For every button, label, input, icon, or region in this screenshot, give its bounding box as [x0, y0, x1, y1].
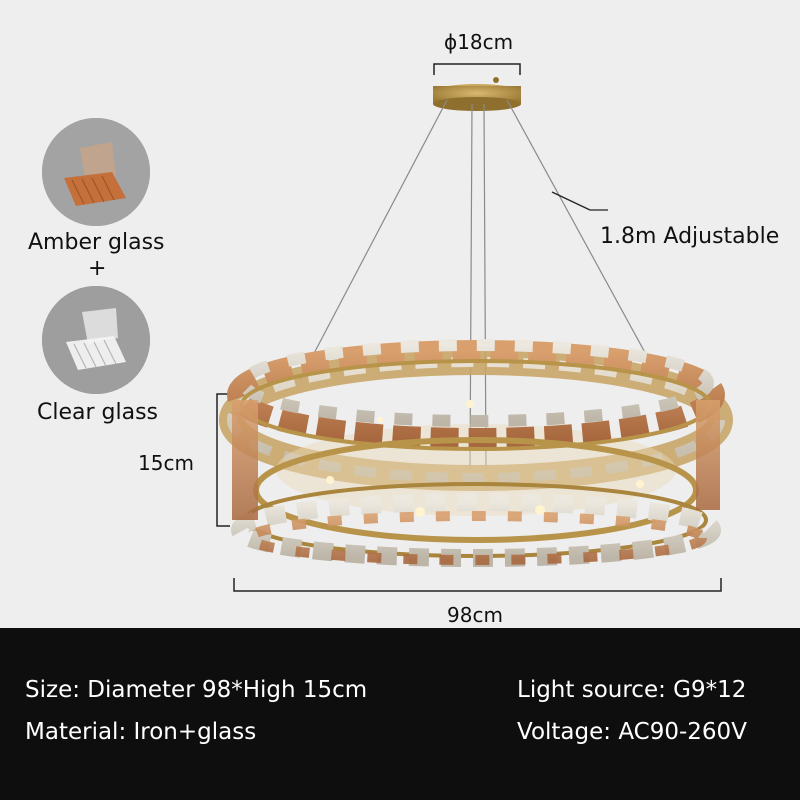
amber-glass-label: Amber glass: [28, 230, 165, 255]
chandelier-illustration: [216, 63, 733, 592]
amber-glass-swatch: [42, 118, 150, 226]
cable-pointer: [551, 191, 608, 211]
spec-material: Material: Iron+glass: [25, 719, 257, 745]
spec-light-source: Light source: G9*12: [517, 677, 747, 703]
width-label: 98cm: [447, 603, 503, 627]
cable-length-label: 1.8m Adjustable: [600, 224, 780, 249]
plus-sign: +: [88, 256, 107, 281]
suspension-cables: [299, 99, 661, 471]
width-bracket: [233, 578, 722, 592]
ceiling-canopy: [433, 77, 521, 111]
specs-bar: Size: Diameter 98*High 15cm Material: Ir…: [0, 628, 800, 800]
height-label: 15cm: [138, 451, 194, 475]
height-bracket: [216, 393, 230, 527]
clear-glass-icon: [42, 286, 150, 394]
chandelier-ring: [219, 339, 733, 567]
spec-voltage: Voltage: AC90-260V: [517, 719, 747, 745]
top-diameter-bracket: [433, 63, 521, 75]
top-diameter-label: ϕ18cm: [444, 30, 514, 54]
clear-glass-swatch: [42, 286, 150, 394]
clear-glass-label: Clear glass: [37, 400, 159, 425]
spec-size: Size: Diameter 98*High 15cm: [25, 677, 368, 703]
amber-glass-icon: [42, 118, 150, 226]
